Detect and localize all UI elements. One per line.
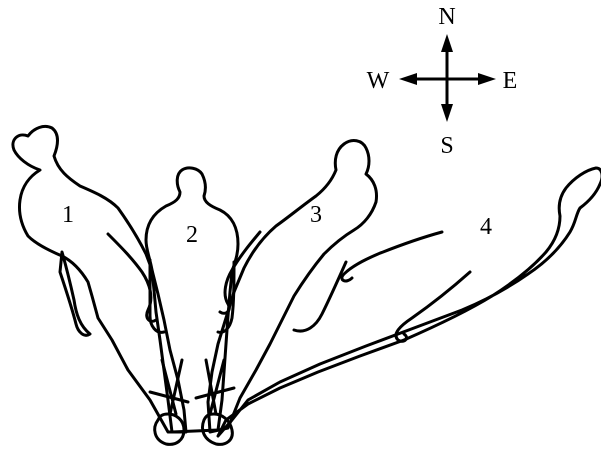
shadow-1-label: 1	[62, 202, 74, 228]
shadow-4-arm-upper	[340, 230, 444, 283]
shadow-2: 2	[144, 166, 240, 434]
shadow-1: 1	[11, 124, 188, 434]
compass-south-label: S	[440, 133, 453, 159]
shadow-2-body	[144, 166, 240, 434]
arrow-south-icon	[441, 104, 453, 122]
shadow-4-body	[216, 166, 601, 438]
feet-cluster	[148, 358, 236, 446]
leg-crossings	[148, 358, 236, 416]
shadow-2-label: 2	[186, 222, 198, 248]
shadow-4-label: 4	[480, 214, 492, 240]
shadow-3-label: 3	[310, 202, 322, 228]
shadow-3-body	[206, 139, 378, 434]
shadow-1-arm-left	[58, 250, 92, 337]
shadow-4-arm-lower	[394, 270, 472, 343]
compass-east-label: E	[503, 68, 518, 94]
shadow-3-arm-right	[292, 260, 348, 333]
compass-rose: N S W E	[367, 4, 518, 159]
shadow-4: 4	[216, 166, 601, 438]
compass-north-label: N	[438, 4, 455, 30]
shadow-1-body	[11, 124, 188, 434]
shadow-3: 3	[206, 139, 378, 434]
arrow-north-icon	[441, 34, 453, 52]
compass-west-label: W	[367, 68, 390, 94]
shadow-2-arm-left	[148, 258, 166, 334]
arrow-east-icon	[478, 73, 496, 85]
shadow-3-arm-left	[218, 230, 262, 315]
left-foot-icon	[153, 412, 186, 446]
arrow-west-icon	[399, 73, 417, 85]
